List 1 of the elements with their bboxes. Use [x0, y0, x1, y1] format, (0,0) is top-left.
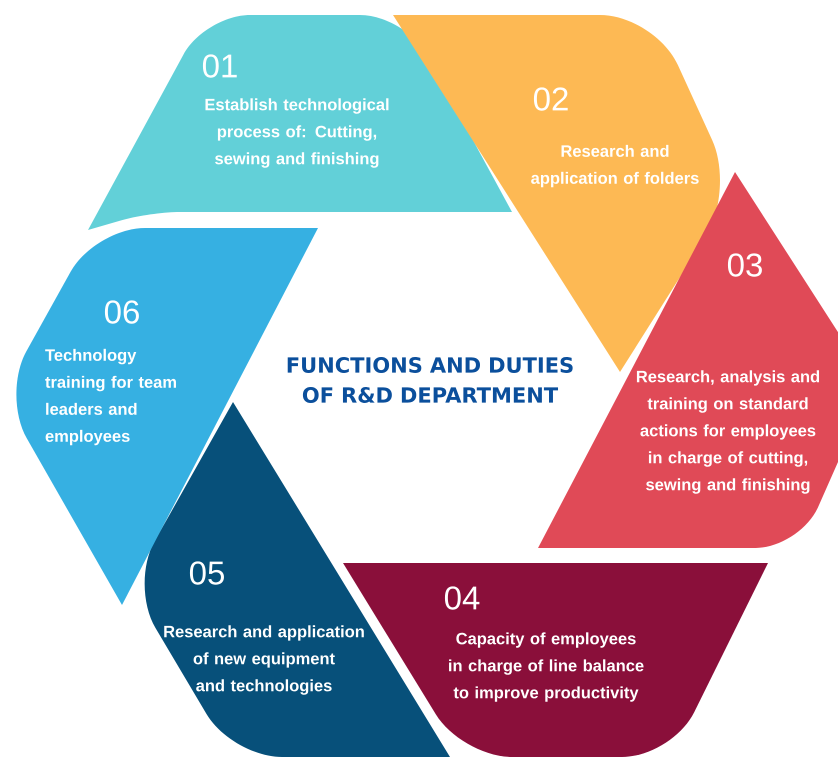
segment: 01 Establish technological process of: Cutting, sewing and finishing — [88, 15, 512, 230]
